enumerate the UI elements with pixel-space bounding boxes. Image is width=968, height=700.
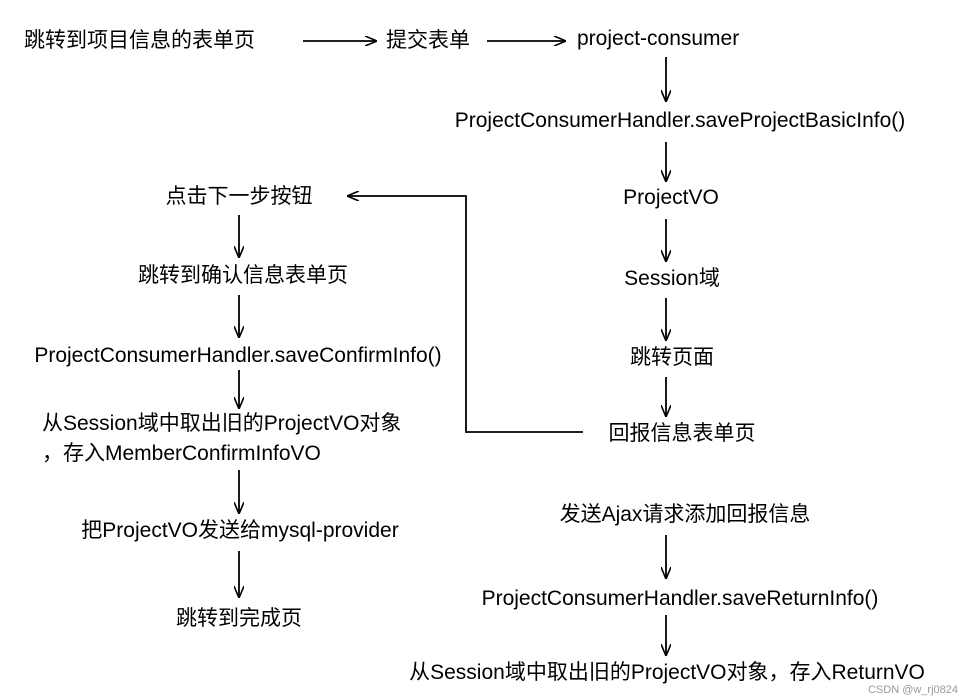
node-send-provider: 把ProjectVO发送给mysql-provider: [81, 519, 399, 542]
node-return-form: 回报信息表单页: [608, 422, 756, 445]
node-submit: 提交表单: [386, 29, 470, 52]
node-consumer: project-consumer: [577, 27, 740, 50]
node-start: 跳转到项目信息的表单页: [24, 29, 255, 52]
node-confirm-form: 跳转到确认信息表单页: [138, 264, 348, 287]
node-save-return-info: ProjectConsumerHandler.saveReturnInfo(): [481, 587, 879, 610]
node-take-from-session-line1: 从Session域中取出旧的ProjectVO对象: [42, 412, 402, 435]
node-store-return-vo: 从Session域中取出旧的ProjectVO对象，存入ReturnVO: [409, 661, 925, 684]
node-project-vo: ProjectVO: [623, 186, 719, 209]
node-take-from-session-line2: ，存入MemberConfirmInfoVO: [42, 442, 321, 465]
node-next-step: 点击下一步按钮: [165, 185, 313, 208]
node-save-confirm-info: ProjectConsumerHandler.saveConfirmInfo(): [34, 344, 442, 367]
node-save-basic-info: ProjectConsumerHandler.saveProjectBasicI…: [454, 109, 906, 132]
node-session: Session域: [624, 267, 720, 290]
node-complete: 跳转到完成页: [176, 607, 302, 630]
arrow-returnform-to-nextstep: [348, 196, 583, 433]
watermark: CSDN @w_rj0824: [867, 684, 958, 696]
node-jump-page: 跳转页面: [630, 346, 714, 369]
node-ajax-request: 发送Ajax请求添加回报信息: [559, 503, 811, 526]
